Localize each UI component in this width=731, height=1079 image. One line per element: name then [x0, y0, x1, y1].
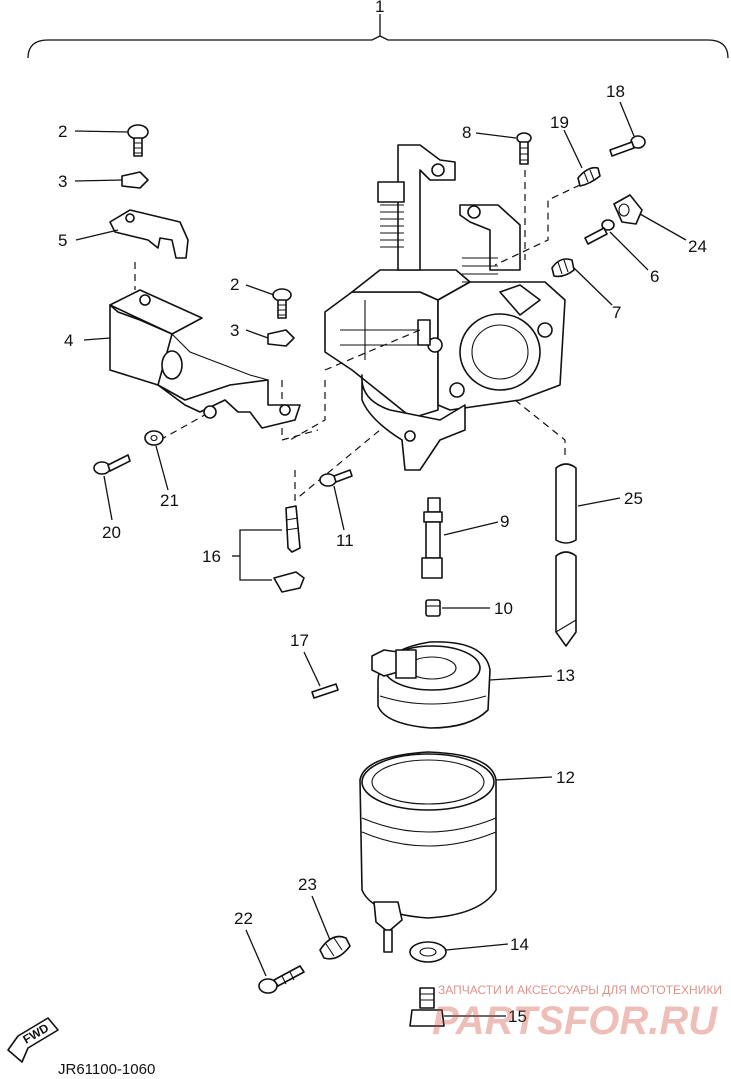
callout-3-upper: 3 [58, 172, 67, 191]
leader-lines [74, 101, 687, 1017]
spring-part-7 [551, 258, 575, 278]
jet-part-10 [425, 599, 441, 617]
callout-6: 6 [650, 267, 659, 286]
cap-part-24 [613, 194, 643, 225]
callout-11: 11 [336, 531, 354, 550]
callout-2-lower: 2 [230, 275, 239, 294]
callout-19: 19 [550, 113, 569, 132]
callout-15: 15 [508, 1007, 527, 1026]
spring-part-19 [577, 166, 601, 187]
callout-18: 18 [606, 82, 625, 101]
callout-17: 17 [290, 631, 309, 650]
screw-part-2-upper [127, 124, 149, 157]
watermark: ЗАПЧАСТИ И АКСЕССУАРЫ ДЛЯ МОТОТЕХНИКИ PA… [432, 983, 722, 1043]
assembly-bracket [27, 14, 729, 59]
needle-part-9 [421, 497, 443, 579]
callout-14: 14 [510, 935, 529, 954]
nut-part-3-upper [121, 171, 149, 189]
callout-25: 25 [624, 489, 643, 508]
callout-24: 24 [688, 237, 707, 256]
callout-7: 7 [612, 303, 621, 322]
watermark-tagline: ЗАПЧАСТИ И АКСЕССУАРЫ ДЛЯ МОТОТЕХНИКИ [438, 983, 722, 997]
callout-20: 20 [102, 523, 121, 542]
pin-part-17 [311, 683, 339, 699]
callout-23: 23 [298, 875, 317, 894]
callout-10: 10 [494, 599, 513, 618]
watermark-logo: PARTSFOR.RU [432, 999, 718, 1043]
float-bowl-part-12 [359, 751, 497, 953]
screw-part-22 [258, 965, 305, 994]
fwd-arrow-icon: FWD [7, 1017, 59, 1063]
screw-part-8 [516, 132, 532, 165]
assembly-centerlines [134, 170, 581, 502]
callout-8: 8 [462, 123, 471, 142]
washer-part-21 [144, 430, 164, 446]
callout-12: 12 [556, 768, 575, 787]
drain-bolt-part-15 [409, 987, 445, 1027]
callout-3-lower: 3 [230, 321, 239, 340]
screw-part-18 [609, 135, 646, 157]
screw-part-11 [319, 469, 353, 487]
drawing-code: JR61100-1060 [58, 1061, 155, 1078]
screw-part-20 [93, 454, 131, 475]
callout-22: 22 [234, 909, 253, 928]
screw-part-2-lower [272, 288, 292, 319]
callout-9: 9 [500, 512, 509, 531]
callout-bracket-16 [232, 529, 282, 581]
clamp-part-5 [109, 209, 189, 259]
callout-4: 4 [64, 331, 73, 350]
callout-16: 16 [202, 547, 221, 566]
screw-part-6 [584, 219, 615, 245]
callout-5: 5 [58, 231, 67, 250]
callout-21: 21 [160, 491, 179, 510]
carburetor-body [324, 144, 566, 471]
hose-part-25 [555, 463, 577, 647]
nut-part-3-lower [267, 329, 295, 347]
callout-labels: 1 2 2 3 3 4 5 6 7 8 9 10 11 12 13 14 15 … [58, 0, 707, 1026]
gasket-part-14 [409, 941, 447, 963]
spring-part-23 [319, 935, 351, 960]
callout-1: 1 [375, 0, 384, 16]
callout-13: 13 [556, 666, 575, 685]
float-needle-part-16 [273, 505, 305, 593]
bracket-part-4 [109, 289, 301, 429]
float-part-13 [371, 641, 491, 729]
callout-2-upper: 2 [58, 122, 67, 141]
